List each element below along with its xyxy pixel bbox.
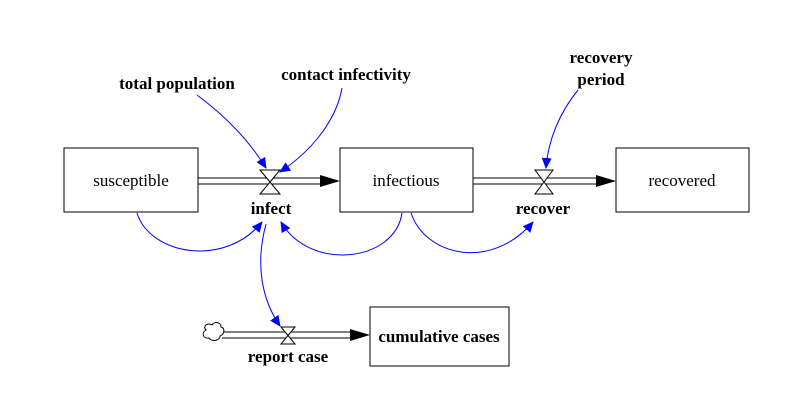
stock-infectious[interactable]: infectious bbox=[339, 147, 474, 213]
flow-arrowhead-infect bbox=[320, 175, 340, 187]
link-recovery-period-to-recover bbox=[541, 89, 579, 169]
aux-contact-infectivity-label[interactable]: contact infectivity bbox=[281, 65, 411, 84]
link-infectious-to-recover bbox=[410, 212, 534, 254]
flow-pipe-infect bbox=[198, 175, 340, 187]
stock-recovered[interactable]: recovered bbox=[615, 147, 750, 213]
flow-recover-label[interactable]: recover bbox=[516, 199, 571, 218]
link-contact-infectivity-to-infect bbox=[279, 87, 343, 173]
stock-cumulative-cases-label: cumulative cases bbox=[378, 327, 500, 346]
stock-cumulative-cases[interactable]: cumulative cases bbox=[369, 306, 510, 367]
stock-susceptible[interactable]: susceptible bbox=[63, 147, 199, 213]
flow-report-case-label[interactable]: report case bbox=[248, 347, 329, 366]
flow-pipe-recover bbox=[473, 175, 616, 187]
link-total-population-to-infect bbox=[196, 94, 267, 169]
valve-report-case-icon[interactable] bbox=[279, 326, 297, 345]
aux-recovery-period-label-line1[interactable]: recovery bbox=[570, 48, 633, 67]
valve-recover-icon[interactable] bbox=[534, 169, 554, 195]
flow-pipe-report-case bbox=[222, 329, 370, 341]
stock-recovered-label: recovered bbox=[648, 171, 716, 190]
valve-infect-icon[interactable] bbox=[258, 169, 282, 195]
cloud-source-icon bbox=[202, 322, 225, 341]
flow-infect-label[interactable]: infect bbox=[251, 199, 292, 218]
flow-arrowhead-recover bbox=[596, 175, 616, 187]
link-susceptible-to-infect bbox=[136, 212, 263, 252]
stock-infectious-label: infectious bbox=[372, 171, 439, 190]
aux-recovery-period-label-line2[interactable]: period bbox=[577, 70, 625, 89]
aux-total-population-label[interactable]: total population bbox=[119, 74, 235, 93]
stock-susceptible-label: susceptible bbox=[93, 171, 169, 190]
link-infectious-to-infect bbox=[280, 212, 403, 256]
link-infect-to-report-case bbox=[260, 223, 281, 327]
flow-arrowhead-report-case bbox=[350, 329, 370, 341]
